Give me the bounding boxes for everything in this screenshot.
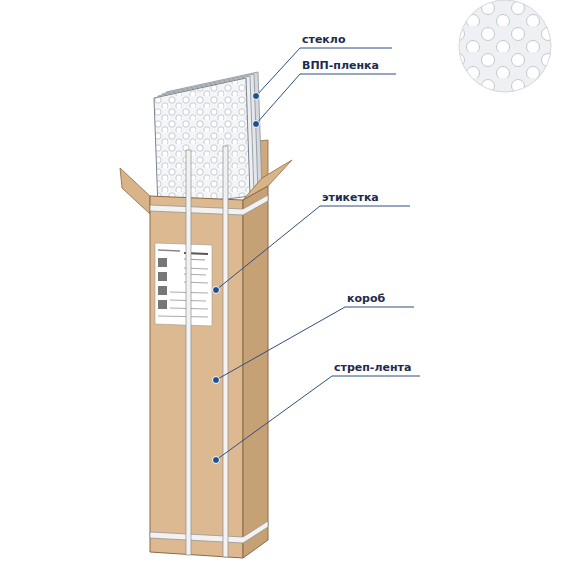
glass-stack — [154, 72, 262, 208]
callout-label: стреп-лента — [334, 361, 411, 374]
box-front — [150, 196, 243, 558]
sticker — [155, 243, 212, 326]
callout-label: короб — [347, 292, 385, 305]
film-closeup — [455, 0, 557, 98]
strap — [150, 146, 268, 557]
leader-dot — [213, 93, 260, 464]
callout-label: ВПП-пленка — [302, 59, 379, 72]
callout-label: стекло — [302, 33, 345, 46]
box-flap — [120, 168, 150, 214]
box-side — [243, 186, 268, 558]
callout-label: этикетка — [322, 191, 379, 204]
leader-line — [216, 48, 420, 460]
